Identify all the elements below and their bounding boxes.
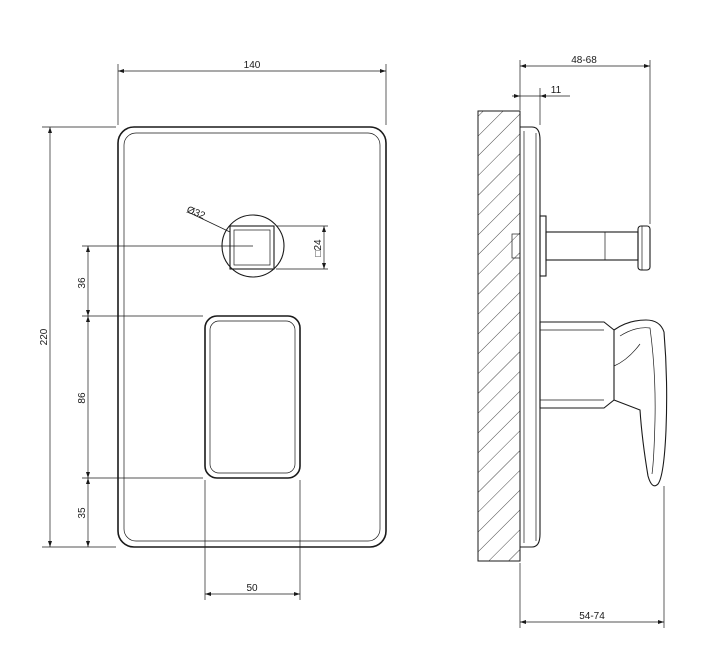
dim-lever-width: 50 — [246, 583, 258, 594]
cover-plate-inner-edge — [123, 132, 381, 542]
dim-offset-top: 36 — [77, 277, 88, 289]
lever-handle — [613, 319, 668, 487]
spindle-flange — [539, 215, 547, 277]
spindle-square-inner — [233, 229, 271, 266]
dim-depth-lever: 54-74 — [579, 611, 605, 622]
front-view: 140 220 36 86 35 50 Ø32 — [39, 60, 387, 600]
dim-plate-thickness: 11 — [551, 85, 562, 96]
spindle-shaft — [545, 231, 639, 261]
spindle-cap — [637, 225, 651, 271]
lever-body — [539, 321, 615, 409]
cover-plate-outline — [117, 126, 387, 548]
side-view: 48-68 11 54-74 — [477, 55, 668, 628]
wall-section — [477, 110, 521, 562]
dim-depth-spindle: 48-68 — [571, 55, 597, 66]
spindle-square — [229, 225, 275, 270]
lever-inner-edge — [209, 320, 296, 474]
dim-height: 220 — [39, 328, 50, 345]
dim-width: 140 — [244, 60, 261, 71]
dim-offset-bottom: 35 — [77, 507, 88, 519]
dim-lever-height: 86 — [77, 392, 88, 404]
dim-square: □24 — [313, 239, 324, 257]
spindle-stub — [511, 233, 521, 259]
lever-outline — [204, 315, 301, 479]
plate-profile — [520, 126, 541, 548]
